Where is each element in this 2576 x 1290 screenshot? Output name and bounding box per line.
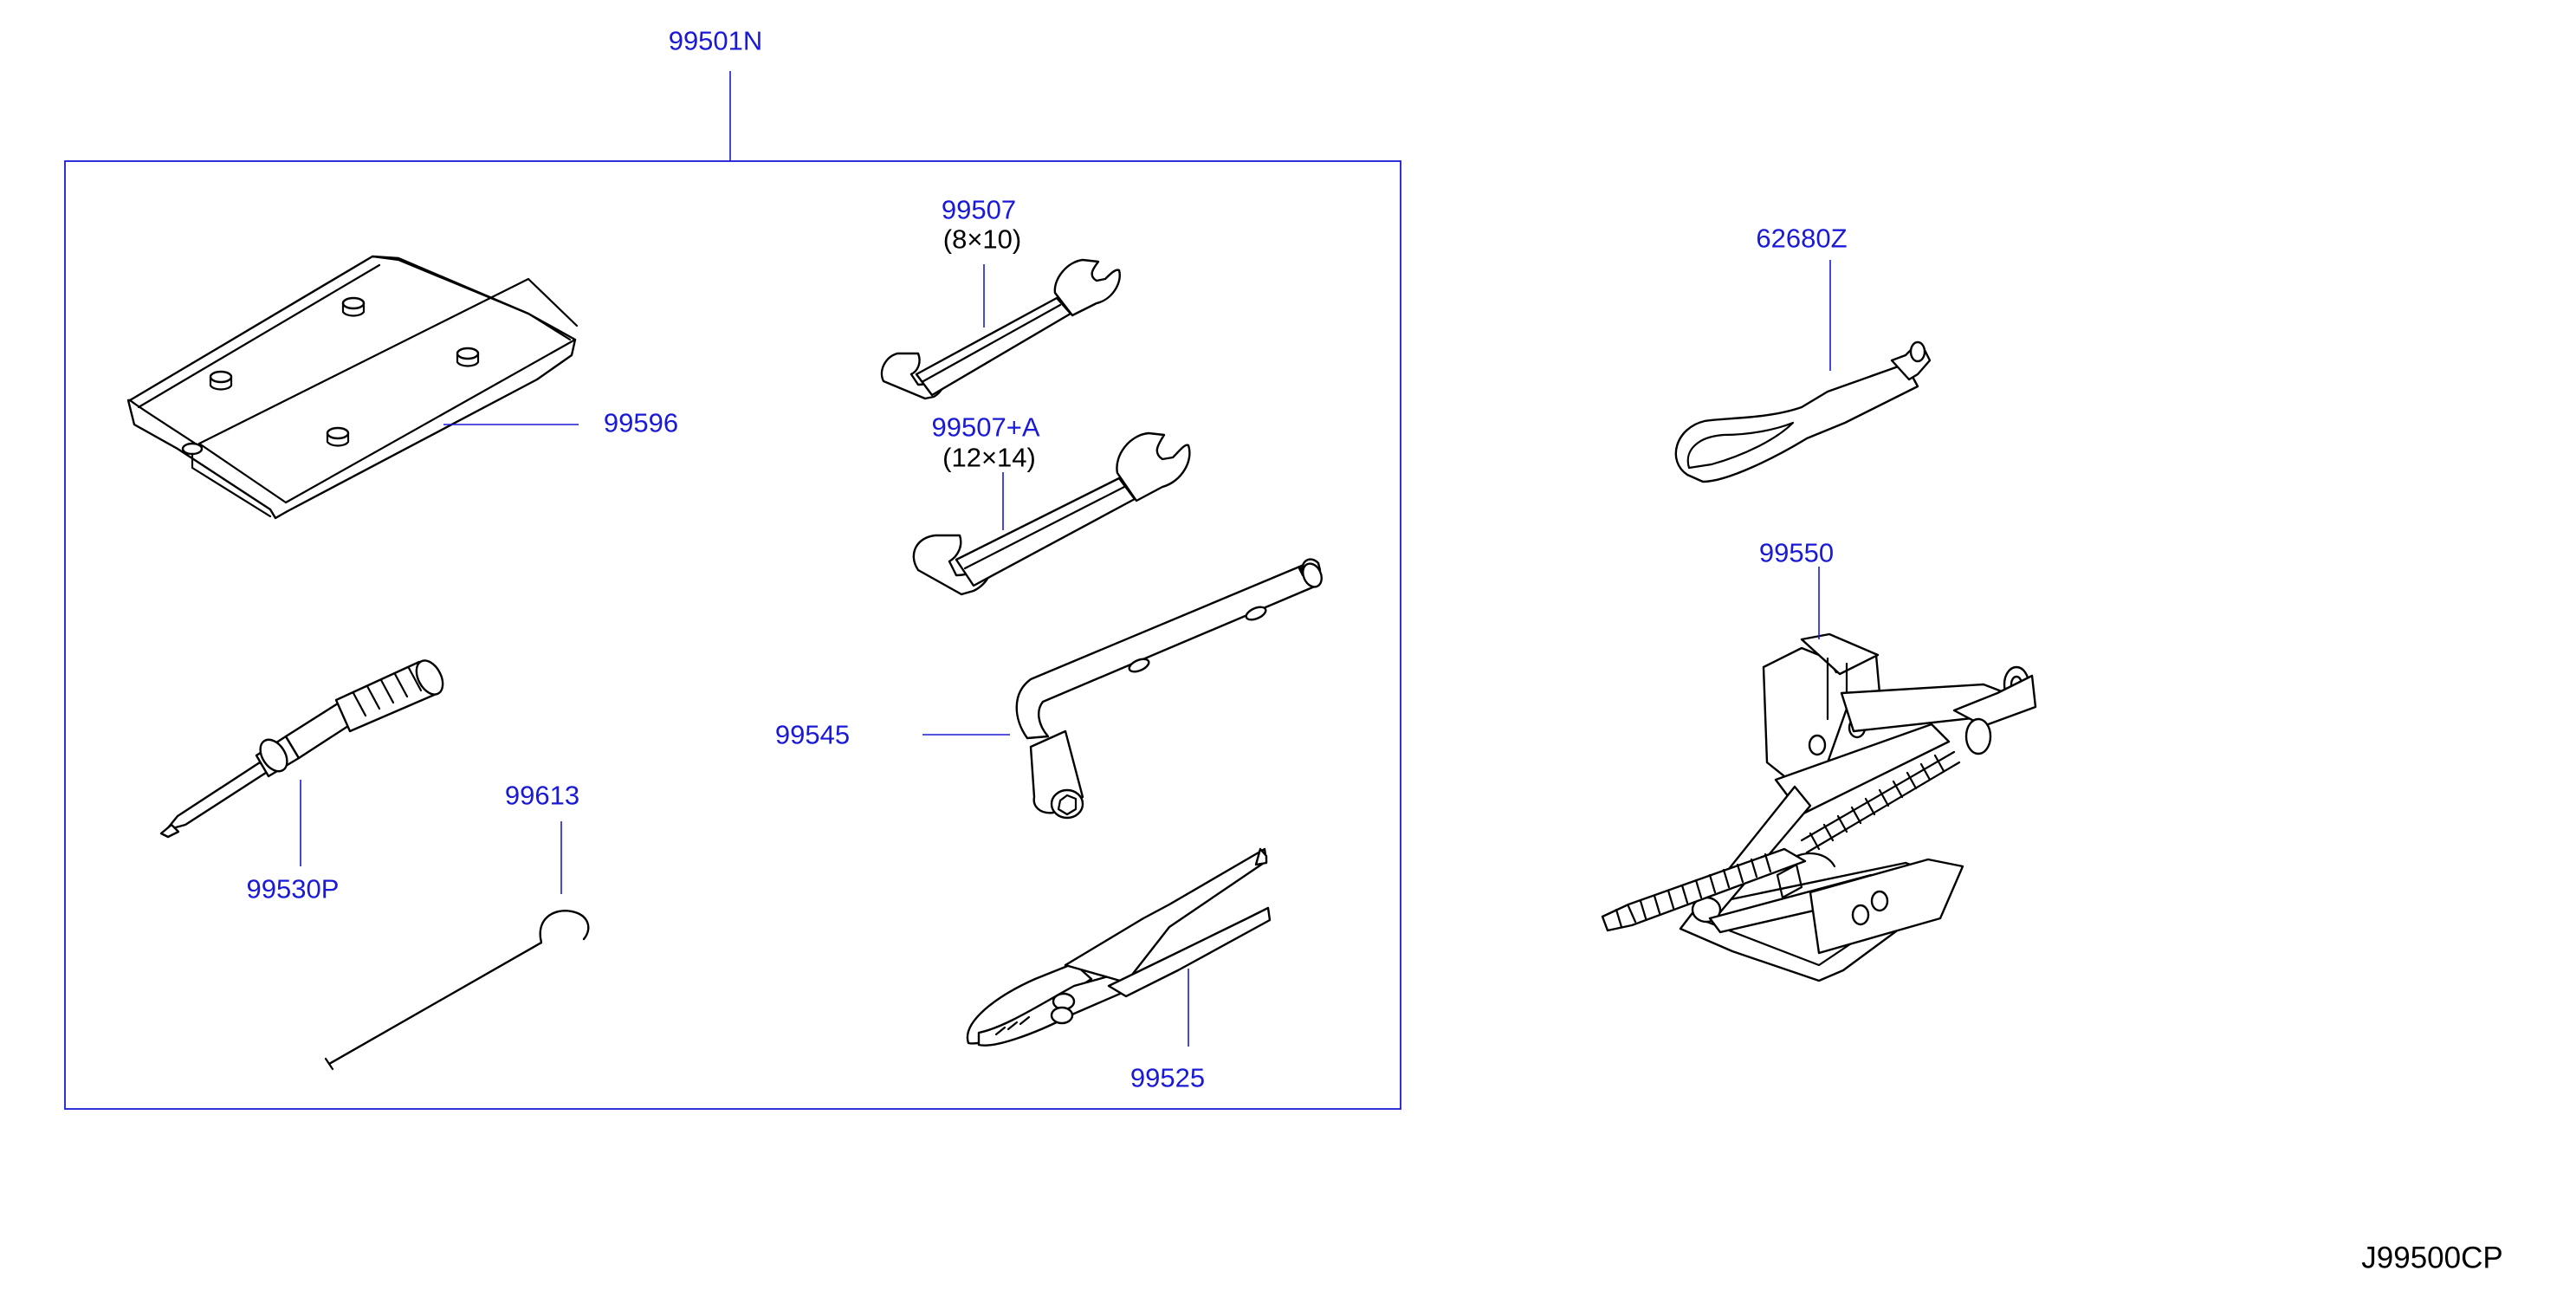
wrench-small-drawing: [880, 258, 1121, 400]
wrench-small-label: 99507: [941, 194, 1017, 225]
wrench-small-size: (8×10): [942, 224, 1022, 255]
pliers-label: 99525: [1129, 1062, 1206, 1093]
jack-rod-label: 99613: [504, 780, 580, 811]
kit-frame: [64, 160, 1401, 1110]
wrench-large-size: (12×14): [942, 442, 1036, 473]
jack-label: 99550: [1758, 537, 1835, 568]
wrench-large-label: 99507+A: [931, 412, 1040, 443]
towing-hook-drawing: [1674, 340, 1932, 483]
screwdriver-label: 99530P: [246, 873, 340, 904]
jack-drawing: [1601, 632, 2037, 982]
diagram-code: J99500CP: [2361, 1241, 2503, 1275]
tool-bag-label: 99596: [603, 407, 679, 438]
wheel-nut-wrench-drawing: [1015, 558, 1323, 820]
kit-label: 99501N: [668, 25, 763, 56]
wheel-nut-wrench-label: 99545: [774, 719, 851, 750]
tool-bag-drawing: [126, 255, 579, 520]
screwdriver-drawing: [159, 659, 444, 839]
towing-hook-label: 62680Z: [1756, 223, 1848, 254]
wrench-large-drawing: [912, 431, 1191, 596]
jack-rod-drawing: [324, 910, 590, 1071]
pliers-drawing: [966, 847, 1272, 1047]
